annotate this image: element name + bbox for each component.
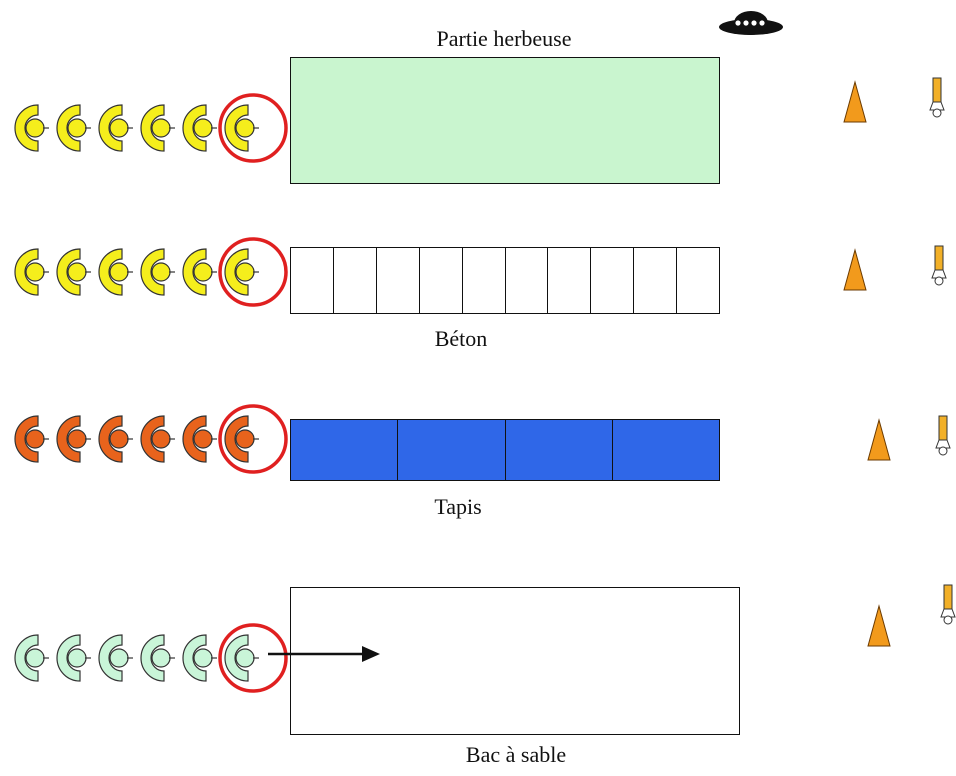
zone-cell <box>591 248 635 313</box>
zone-cell <box>291 248 334 313</box>
highlight-circle <box>218 93 288 163</box>
half-moon-token-icon <box>56 415 91 463</box>
half-moon-token-icon <box>98 415 133 463</box>
half-moon-token-icon <box>14 634 49 682</box>
half-moon-token-icon <box>98 104 133 152</box>
cone-icon <box>867 418 891 461</box>
zone-cell <box>548 248 592 313</box>
grass-zone <box>290 57 720 184</box>
carpet-zone <box>290 419 720 481</box>
highlight-circle <box>218 404 288 474</box>
highlight-circle <box>218 237 288 307</box>
bottle-icon <box>931 245 947 286</box>
half-moon-token-icon <box>56 248 91 296</box>
zone-cell <box>463 248 506 313</box>
highlight-circle <box>218 623 288 693</box>
half-moon-token-icon <box>224 415 259 463</box>
half-moon-token-icon <box>14 104 49 152</box>
bottle-icon <box>940 584 956 625</box>
row-label-carpet: Tapis <box>434 494 482 519</box>
half-moon-token-icon <box>14 415 49 463</box>
half-moon-token-icon <box>98 634 133 682</box>
half-moon-token-icon <box>140 415 175 463</box>
zone-cell <box>634 248 678 313</box>
zone-cell <box>377 248 420 313</box>
cone-icon <box>843 248 867 291</box>
half-moon-token-icon <box>224 104 259 152</box>
ufo-icon <box>719 11 783 35</box>
zone-cell <box>420 248 463 313</box>
bottle-icon <box>935 415 951 456</box>
row-label-concrete: Béton <box>434 326 488 351</box>
zone-cell <box>291 420 399 480</box>
zone-cell <box>506 420 613 480</box>
arrow-icon <box>268 646 380 662</box>
half-moon-token-icon <box>140 634 175 682</box>
row-label-sandbox: Bac à sable <box>465 742 567 767</box>
half-moon-token-icon <box>98 248 133 296</box>
half-moon-token-icon <box>56 104 91 152</box>
half-moon-token-icon <box>56 634 91 682</box>
bottle-icon <box>929 77 945 118</box>
zone-cell <box>506 248 549 313</box>
half-moon-token-icon <box>224 634 259 682</box>
half-moon-token-icon <box>182 248 217 296</box>
half-moon-token-icon <box>140 248 175 296</box>
half-moon-token-icon <box>182 104 217 152</box>
half-moon-token-icon <box>140 104 175 152</box>
half-moon-token-icon <box>224 248 259 296</box>
row-label-grass: Partie herbeuse <box>436 26 572 51</box>
half-moon-token-icon <box>182 415 217 463</box>
zone-cell <box>398 420 506 480</box>
half-moon-token-icon <box>182 634 217 682</box>
concrete-zone <box>290 247 720 314</box>
half-moon-token-icon <box>14 248 49 296</box>
sandbox-zone <box>290 587 740 735</box>
cone-icon <box>867 604 891 647</box>
zone-cell <box>334 248 377 313</box>
cone-icon <box>843 80 867 123</box>
